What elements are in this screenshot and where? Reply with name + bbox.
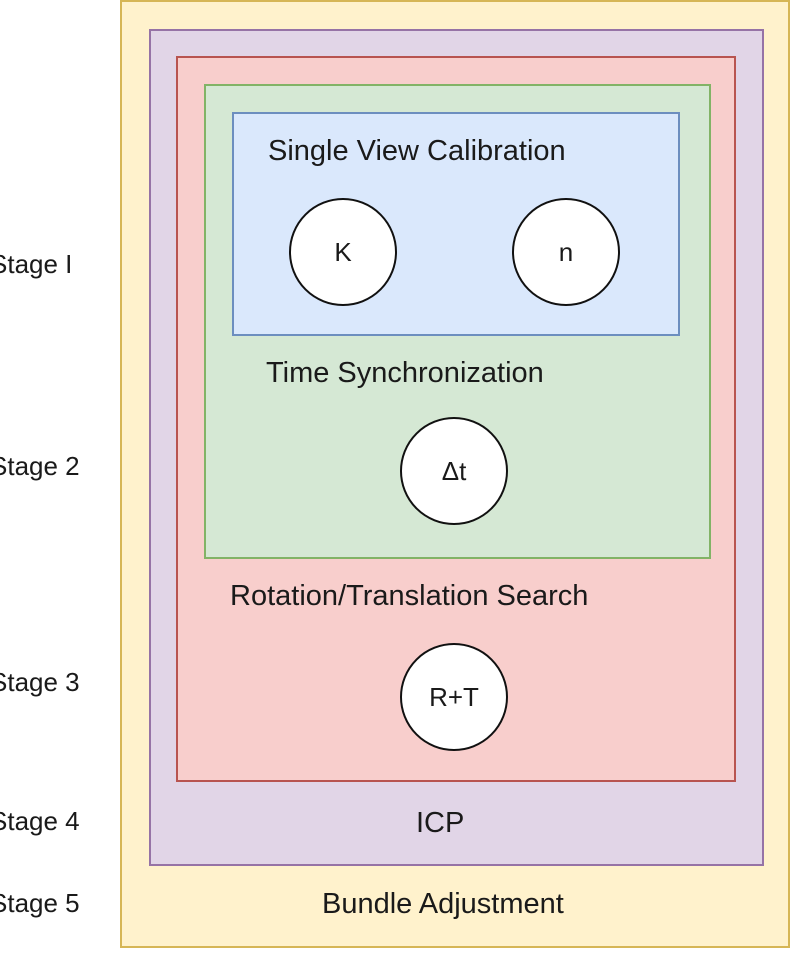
stage-5-label: Stage 5 xyxy=(0,888,80,918)
delta-t-node: Δt xyxy=(400,417,508,525)
stage-1-title: Single View Calibration xyxy=(268,135,566,167)
stage-4-title: ICP xyxy=(416,807,465,839)
stage-1-label: Stage I xyxy=(0,249,73,279)
stage-5-title: Bundle Adjustment xyxy=(322,888,564,920)
n-node: n xyxy=(512,198,620,306)
stage-4-label: Stage 4 xyxy=(0,806,80,836)
r-plus-t-node: R+T xyxy=(400,643,508,751)
stage-3-label: Stage 3 xyxy=(0,667,80,697)
stage-3-title: Rotation/Translation Search xyxy=(230,580,589,612)
stage-2-label: Stage 2 xyxy=(0,451,80,481)
k-node: K xyxy=(289,198,397,306)
stage-2-title: Time Synchronization xyxy=(266,357,544,389)
